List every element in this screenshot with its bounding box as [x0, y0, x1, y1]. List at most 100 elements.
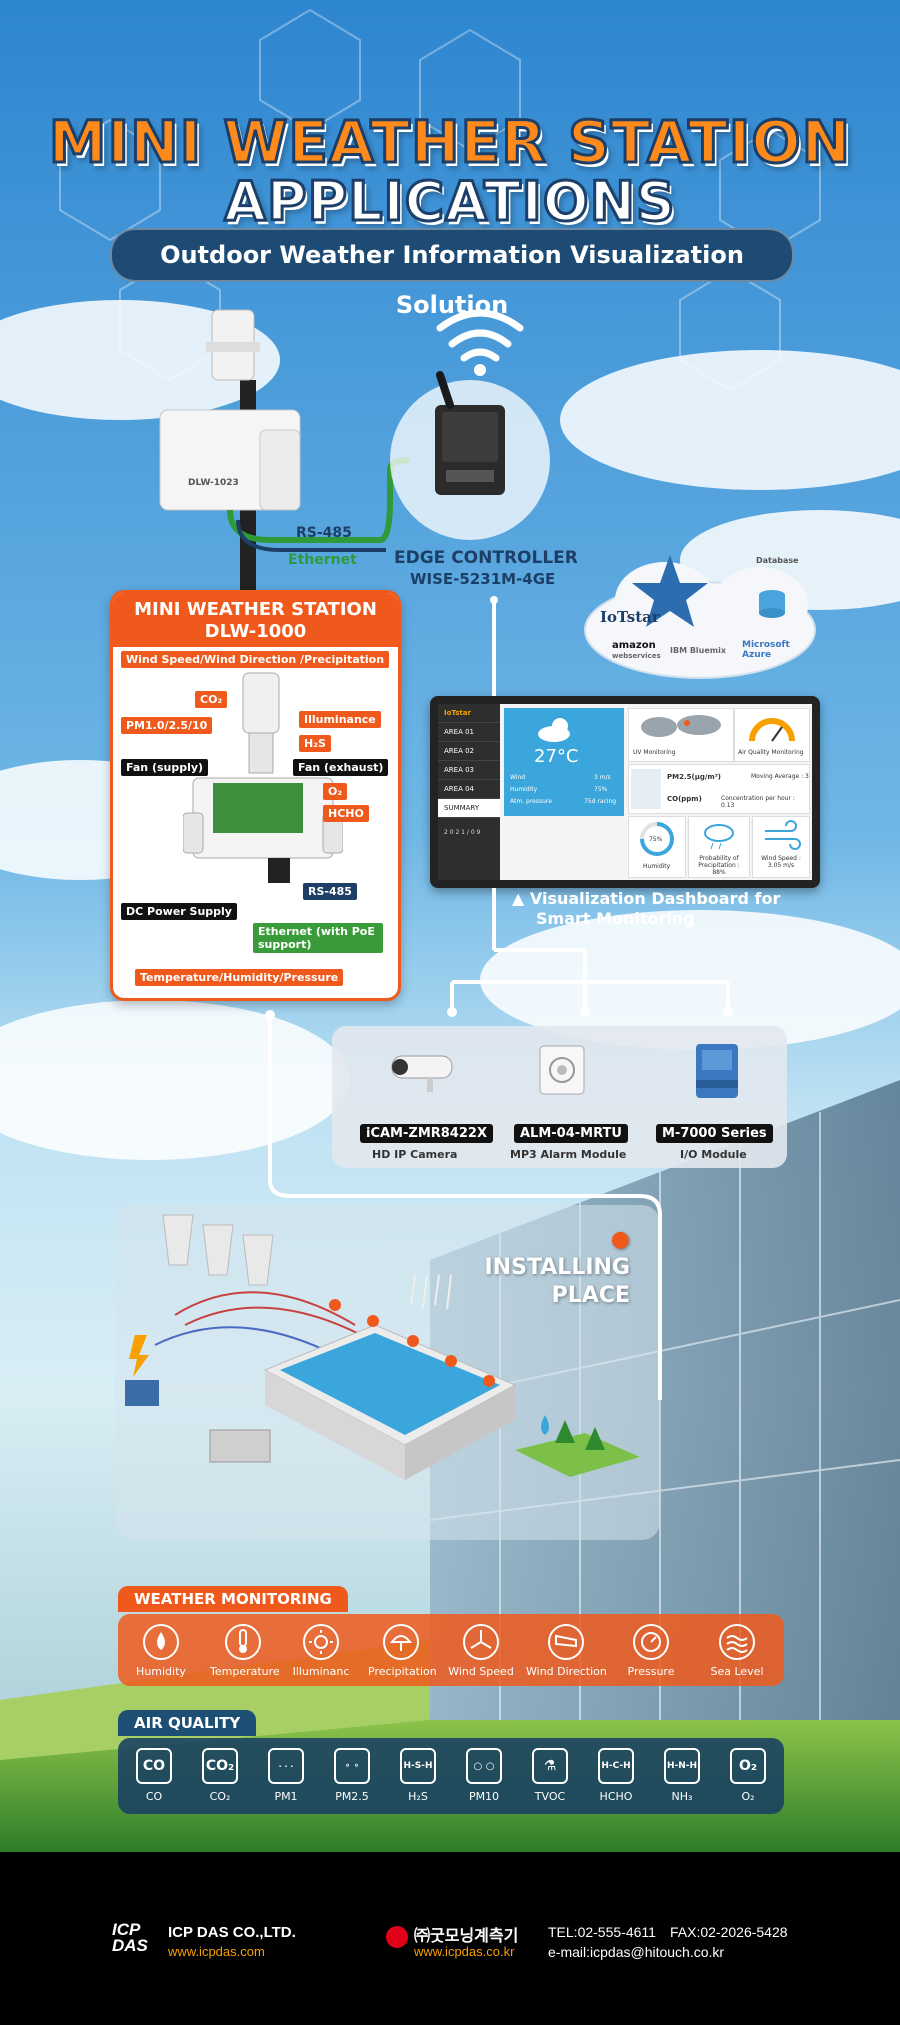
hcho-tag: HCHO: [323, 805, 369, 822]
aq-label-co: CO: [145, 1790, 163, 1803]
gauge-icon: [749, 718, 795, 742]
rain-cloud-icon: [704, 824, 734, 850]
ibm-label: IBM Bluemix: [670, 646, 727, 655]
panel-title: MINI WEATHER STATION: [134, 599, 377, 620]
wm-humidity: Humidity: [128, 1622, 194, 1678]
footer: ICP DAS ICP DAS CO.,LTD. www.icpdas.com …: [0, 1852, 900, 2025]
aq-label-hcho: HCHO: [599, 1790, 633, 1803]
humidity-card-label: Humidity: [643, 863, 671, 870]
weather-monitoring-bar: Humidity Temperature Illuminanc Precipit…: [118, 1614, 784, 1686]
h2s-tag: H₂S: [299, 735, 331, 752]
co2-icon: CO₂: [202, 1748, 238, 1784]
azure-label: Microsoft Azure: [742, 640, 790, 660]
rs485-tag: RS-485: [303, 883, 357, 900]
ethernet-link-label: Ethernet: [288, 552, 357, 568]
sidebar-item-area-02[interactable]: AREA 02: [438, 742, 500, 761]
dashboard-caption-line1: ▲ Visualization Dashboard for: [512, 889, 781, 908]
korean-url[interactable]: www.icpdas.co.kr: [414, 1944, 515, 1959]
dashboard-date: 2 0 2 1 / 0 9: [444, 829, 481, 836]
pressure-row-label: Atm. pressure: [510, 798, 552, 805]
dashboard-caption: ▲ Visualization Dashboard for Smart Moni…: [512, 889, 780, 929]
wm-label-illuminance: Illuminanc: [292, 1665, 350, 1678]
person-mask-icon: [631, 769, 661, 809]
weather-station-panel: MINI WEATHER STATION DLW-1000 Wind Speed…: [110, 590, 401, 1001]
pm25-label: PM2.5(μg/m³): [667, 773, 721, 781]
sidebar-item-area-03[interactable]: AREA 03: [438, 761, 500, 780]
aq-label-h2s: H₂S: [408, 1790, 428, 1803]
amazon-sub-label: webservices: [612, 652, 661, 660]
alarm-label: ALM-04-MRTU: [514, 1124, 628, 1143]
alarm-sub: MP3 Alarm Module: [510, 1148, 627, 1161]
wm-label-humidity: Humidity: [136, 1665, 186, 1678]
iotstar-label: IoTstar: [600, 608, 660, 626]
io-sub: I/O Module: [680, 1148, 747, 1161]
cloud-moon-icon: [538, 718, 570, 742]
icp-company-name: ICP DAS CO.,LTD.: [168, 1924, 296, 1941]
wm-label-temperature: Temperature: [210, 1665, 280, 1678]
wind-tag: Wind Speed/Wind Direction /Precipitation: [121, 651, 390, 668]
windsock-icon: [548, 1624, 584, 1660]
precipitation-label: Probability of Precipitation : 88%: [698, 855, 740, 876]
camera-label: iCAM-ZMR8422X: [360, 1124, 493, 1143]
pm-tag: PM1.0/2.5/10: [121, 717, 213, 734]
camera-icon: [391, 1055, 453, 1092]
humidity-ring-icon: [640, 822, 674, 856]
wm-label-wind-speed: Wind Speed: [448, 1665, 514, 1678]
dashboard-display: IoTstar AREA 01 AREA 02 AREA 03 AREA 04 …: [438, 704, 812, 880]
fan-exhaust-tag: Fan (exhaust): [293, 759, 389, 776]
aq-label-pm1: PM1: [274, 1790, 298, 1803]
illuminance-tag: Illuminance: [299, 711, 381, 728]
wind-speed-label: Wind Speed : 3.05 m/s: [761, 855, 801, 869]
installing-line1: ● INSTALLING: [484, 1227, 630, 1280]
air-quality-tab: AIR QUALITY: [118, 1710, 257, 1736]
wm-wind-speed: Wind Speed: [448, 1622, 514, 1678]
sidebar-item-summary[interactable]: SUMMARY: [438, 799, 500, 818]
temperature-tag: Temperature/Humidity/Pressure: [135, 969, 344, 986]
pressure-gauge-icon: [633, 1624, 669, 1660]
wm-label-precipitation: Precipitation: [368, 1665, 437, 1678]
air-quality-label: Air Quality Monitoring: [738, 749, 804, 756]
devices-panel: iCAM-ZMR8422X HD IP Camera ALM-04-MRTU M…: [332, 1026, 787, 1168]
co-average: Concentration per hour : 0.13: [721, 795, 795, 809]
fan-supply-tag: Fan (supply): [121, 759, 209, 776]
telephone: TEL:02-555-4611: [548, 1924, 656, 1940]
wind-icon: [765, 820, 801, 850]
station-hardware: [159, 309, 550, 600]
email[interactable]: e-mail:icpdas@hitouch.co.kr: [548, 1944, 725, 1960]
humidity-percent: 75%: [649, 836, 663, 843]
amazon-label: amazon: [612, 640, 656, 651]
ethernet-poe-tag: Ethernet (with PoE support): [253, 923, 383, 953]
wind-row-value: 3 m/s: [594, 774, 611, 781]
io-module-icon: [696, 1044, 738, 1098]
dashboard-sidebar: IoTstar AREA 01 AREA 02 AREA 03 AREA 04 …: [438, 704, 500, 880]
icp-url[interactable]: www.icpdas.com: [168, 1944, 265, 1959]
icp-logo: ICP DAS: [112, 1920, 148, 1955]
wm-illuminance: Illuminanc: [288, 1622, 354, 1678]
cloud-graphic: [584, 555, 816, 679]
flask-icon: ⚗: [532, 1748, 568, 1784]
connection-lines: [265, 596, 733, 1400]
nh3-icon: H-N-H: [664, 1748, 700, 1784]
pm25-average: Moving Average : 3: [751, 773, 809, 780]
weather-tile: 27°C Wind 3 m/s Humidity 75% Atm. pressu…: [504, 708, 624, 816]
edge-controller-title: EDGE CONTROLLER: [394, 548, 578, 568]
aq-h2s: H-S-H H₂S: [388, 1748, 448, 1803]
aq-label-tvoc: TVOC: [534, 1790, 566, 1803]
humidity-card: 75% Humidity: [628, 816, 686, 878]
world-map-icon: [641, 715, 721, 737]
co-label: CO(ppm): [667, 795, 702, 803]
air-quality-card: Air Quality Monitoring: [734, 708, 810, 762]
fax: FAX:02-2026-5428: [670, 1924, 788, 1940]
rain-icon: [383, 1624, 419, 1660]
panel-header: MINI WEATHER STATION DLW-1000: [113, 593, 398, 647]
sidebar-item-area-01[interactable]: AREA 01: [438, 723, 500, 742]
dashboard-caption-line2: Smart Monitoring: [536, 909, 695, 928]
humidity-row-value: 75%: [594, 786, 608, 793]
station-device-label: DLW-1023: [188, 478, 239, 488]
wind-speed-card: Wind Speed : 3.05 m/s: [752, 816, 810, 878]
sidebar-item-area-04[interactable]: AREA 04: [438, 780, 500, 799]
installing-line2: PLACE: [551, 1283, 630, 1308]
wm-temperature: Temperature: [210, 1622, 280, 1678]
installing-scene: [125, 1214, 640, 1480]
hcho-icon: H-C-H: [598, 1748, 634, 1784]
